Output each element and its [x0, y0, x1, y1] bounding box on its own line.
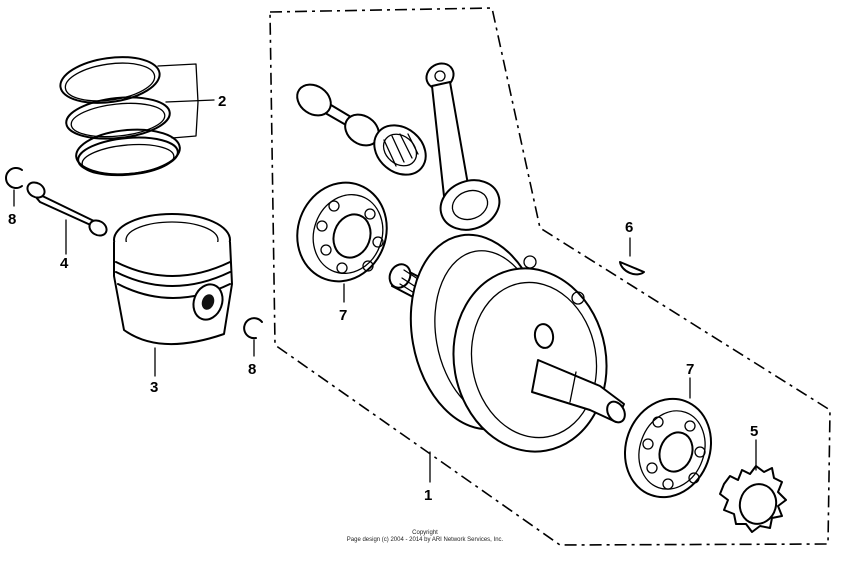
- ball-bearing-left: [296, 181, 388, 303]
- needle-bearing: [373, 124, 427, 176]
- ball-bearing-right: [623, 377, 713, 499]
- copyright-heading: Copyright: [412, 530, 438, 536]
- crankshaft: [388, 233, 626, 483]
- callout-6: 6: [625, 219, 633, 236]
- piston-pin: [26, 181, 108, 255]
- woodruff-key: [619, 237, 645, 276]
- callout-4: 4: [60, 255, 69, 272]
- piston-rings: [59, 56, 215, 177]
- circlip-left: [5, 167, 23, 207]
- assembly-outline: [269, 7, 831, 546]
- callout-2: 2: [218, 93, 226, 110]
- copyright-notice: Page design (c) 2004 - 2014 by ARI Netwo…: [346, 537, 504, 543]
- callout-7-right: 7: [686, 361, 694, 378]
- piston: [113, 213, 233, 377]
- circlip-right: [243, 317, 263, 357]
- timing-gear: [719, 439, 787, 533]
- crank-pin: [296, 83, 380, 147]
- callout-8-left: 8: [8, 211, 16, 228]
- callout-8-right: 8: [248, 361, 256, 378]
- callout-5: 5: [750, 423, 758, 440]
- callout-7-left: 7: [339, 307, 347, 324]
- connecting-rod: [425, 62, 501, 231]
- callout-1: 1: [424, 487, 432, 504]
- callout-3: 3: [150, 379, 158, 396]
